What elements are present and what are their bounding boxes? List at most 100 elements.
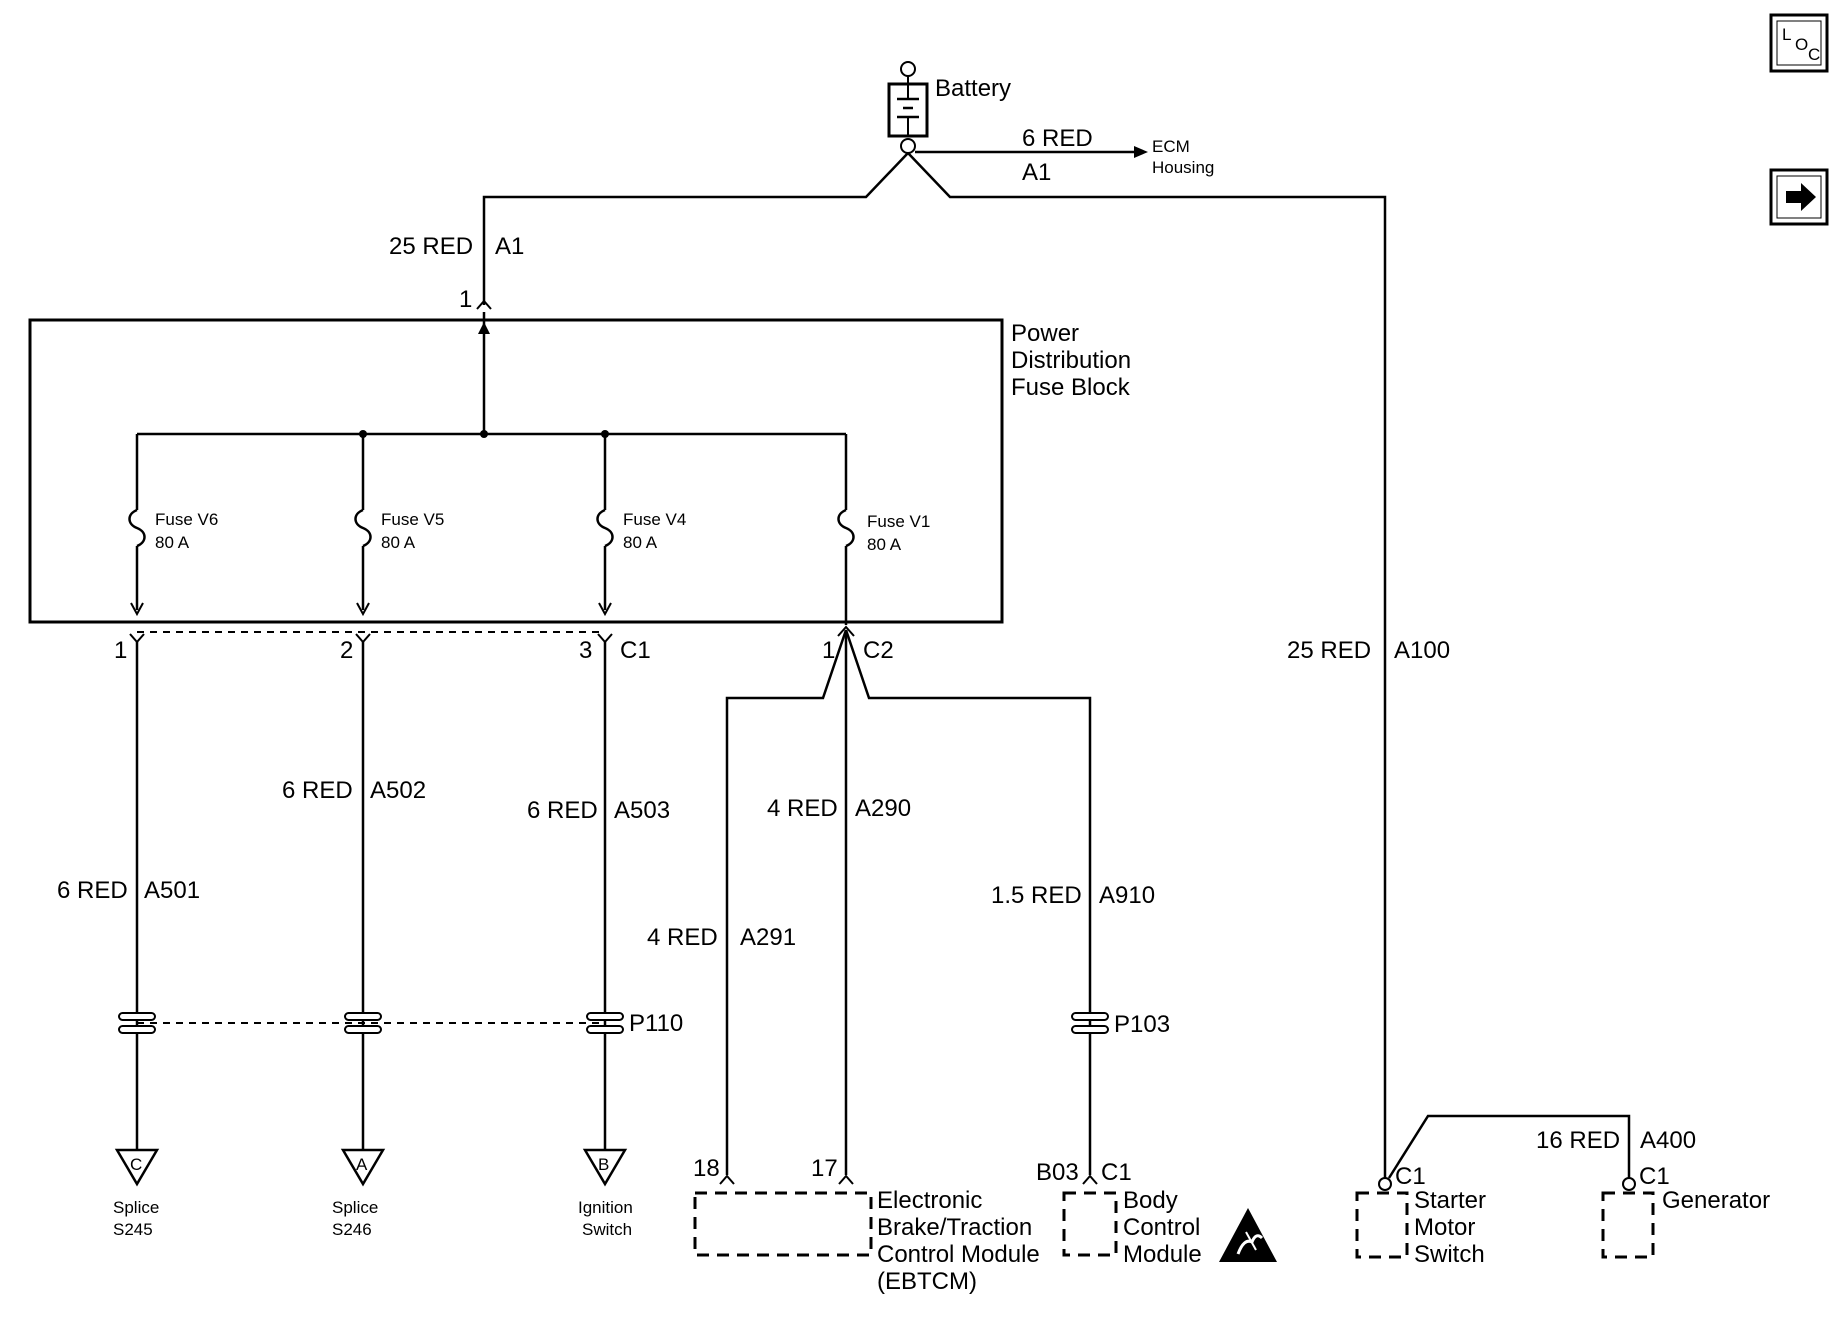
fuse-v1-rating: 80 A: [867, 535, 902, 554]
esd-warning-icon: [1219, 1208, 1277, 1262]
splice-c-line1: Splice: [113, 1198, 159, 1217]
splice-c-line2: S245: [113, 1220, 153, 1239]
fuse-v1-name: Fuse V1: [867, 512, 930, 531]
a291-wire-label: 4 RED: [647, 924, 718, 951]
ebtcm-pin-18: 18: [693, 1155, 720, 1182]
generator-connector: C1: [1639, 1163, 1670, 1190]
ecm-circuit-label: A1: [1022, 159, 1051, 186]
a291-circuit-label: A291: [740, 924, 796, 951]
starter-connector: C1: [1395, 1163, 1426, 1190]
svg-text:C: C: [1808, 45, 1820, 64]
bcm-line1: Body: [1123, 1187, 1178, 1214]
generator: C1 Generator: [1601, 1163, 1770, 1259]
splice-a-line2: S246: [332, 1220, 372, 1239]
starter-motor-switch: C1 Starter Motor Switch: [1355, 1163, 1486, 1268]
ebtcm-pin-17: 17: [811, 1155, 838, 1182]
a502-circuit-label: A502: [370, 777, 426, 804]
a501-wire-label: 6 RED: [57, 877, 128, 904]
ebtcm-line3: Control Module: [877, 1241, 1040, 1268]
fuse-v4: Fuse V4 80 A: [596, 434, 686, 617]
wire-a910: [844, 629, 1092, 1175]
bcm-line3: Module: [1123, 1241, 1202, 1268]
c1-pin-2: 2: [340, 637, 353, 664]
ignition-line2: Switch: [582, 1220, 632, 1239]
location-button[interactable]: L O C: [1769, 13, 1829, 73]
a1-pin-label: 1: [459, 286, 472, 313]
fuse-v5-rating: 80 A: [381, 533, 416, 552]
a1-wire-label: 25 RED: [389, 233, 473, 260]
bcm-line2: Control: [1123, 1214, 1200, 1241]
ebtcm-line2: Brake/Traction: [877, 1214, 1032, 1241]
a100-circuit-label: A100: [1394, 637, 1450, 664]
generator-label: Generator: [1662, 1187, 1770, 1214]
c2-label: C2: [863, 637, 894, 664]
ebtcm-line4: (EBTCM): [877, 1268, 977, 1295]
ecm-label-line2: Housing: [1152, 158, 1214, 177]
starter-line2: Motor: [1414, 1214, 1475, 1241]
battery-label: Battery: [935, 75, 1011, 102]
a100-wire-label: 25 RED: [1287, 637, 1371, 664]
a400-wire-label: 16 RED: [1536, 1127, 1620, 1154]
bcm-connector: C1: [1101, 1159, 1132, 1186]
fuse-block-line3: Fuse Block: [1011, 374, 1131, 401]
splice-s246: A Splice S246: [332, 1148, 386, 1239]
ecm-feed: 6 RED A1 ECM Housing: [915, 125, 1214, 186]
wire-a291: [725, 629, 848, 1175]
location-icon: L O C: [1782, 25, 1820, 64]
splice-c-letter: C: [130, 1155, 142, 1174]
starter-line3: Switch: [1414, 1241, 1485, 1268]
fuse-v4-name: Fuse V4: [623, 510, 686, 529]
svg-text:L: L: [1782, 25, 1791, 44]
next-page-button[interactable]: [1769, 168, 1829, 226]
a503-circuit-label: A503: [614, 797, 670, 824]
splice-a-letter: A: [356, 1155, 368, 1174]
ignition-line1: Ignition: [578, 1198, 633, 1217]
a290-wire-label: 4 RED: [767, 795, 838, 822]
c1-pin-3: 3: [579, 637, 592, 664]
ignition-switch: B Ignition Switch: [578, 1148, 633, 1239]
fuse-block-line2: Distribution: [1011, 347, 1131, 374]
body-control-module: B03 C1 Body Control Module: [1036, 1159, 1277, 1268]
ebtcm-line1: Electronic: [877, 1187, 982, 1214]
inline-connector-p110: P110: [118, 1010, 683, 1037]
a503-wire-label: 6 RED: [527, 797, 598, 824]
connector-c2: 1 C2: [822, 625, 894, 664]
splice-a-line1: Splice: [332, 1198, 378, 1217]
c1-pin-1: 1: [114, 637, 127, 664]
fuse-v5: Fuse V5 80 A: [354, 434, 444, 617]
fuse-v6-rating: 80 A: [155, 533, 190, 552]
wire-a100: [907, 152, 1387, 1178]
fuse-v4-rating: 80 A: [623, 533, 658, 552]
fuse-v1: Fuse V1 80 A: [837, 434, 930, 625]
ecm-wire-label: 6 RED: [1022, 125, 1093, 152]
splice-s245: C Splice S245: [113, 1148, 159, 1239]
fuse-v6-name: Fuse V6: [155, 510, 218, 529]
c1-label: C1: [620, 637, 651, 664]
ebtcm-module: 18 17 Electronic Brake/Traction Control …: [693, 1155, 1040, 1295]
battery: Battery: [887, 61, 1011, 154]
a501-circuit-label: A501: [144, 877, 200, 904]
fuse-v5-name: Fuse V5: [381, 510, 444, 529]
p103-label: P103: [1114, 1011, 1170, 1038]
starter-line1: Starter: [1414, 1187, 1486, 1214]
bcm-pin: B03: [1036, 1159, 1079, 1186]
p110-label: P110: [629, 1010, 683, 1037]
wire-a1-main: [482, 152, 909, 305]
inline-connector-p103: P103: [1071, 1011, 1170, 1038]
a290-circuit-label: A290: [855, 795, 911, 822]
wire-a400: [1387, 1114, 1631, 1179]
fuse-block-line1: Power: [1011, 320, 1079, 347]
svg-text:O: O: [1795, 35, 1808, 54]
c2-pin-1: 1: [822, 637, 835, 664]
ecm-label-line1: ECM: [1152, 137, 1190, 156]
ignition-b-letter: B: [598, 1155, 609, 1174]
a1-circuit-label: A1: [495, 233, 524, 260]
a910-circuit-label: A910: [1099, 882, 1155, 909]
connector-c1: 1 2 3 C1: [114, 631, 651, 664]
arrow-right-icon: [1786, 183, 1816, 211]
fuse-v6: Fuse V6 80 A: [128, 434, 218, 617]
fuse-block: Power Distribution Fuse Block Fuse V6 80…: [28, 312, 1131, 625]
a502-wire-label: 6 RED: [282, 777, 353, 804]
a910-wire-label: 1.5 RED: [991, 882, 1082, 909]
